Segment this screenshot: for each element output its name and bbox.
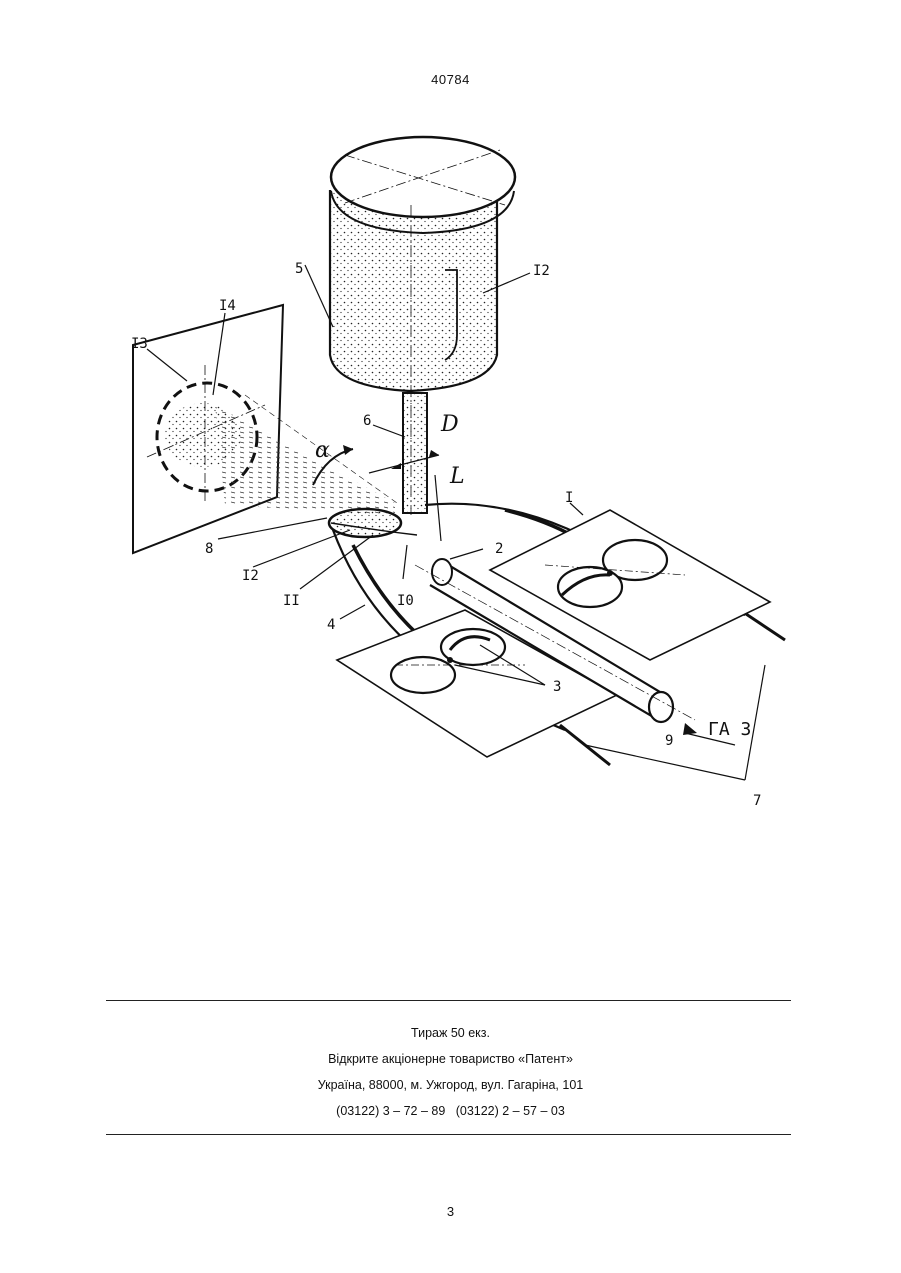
document-number: 40784: [0, 72, 901, 87]
divider-top: [106, 1000, 791, 1001]
label-4: 4: [327, 617, 335, 633]
label-L: L: [449, 464, 465, 489]
imprint-circulation: Тираж 50 екз.: [0, 1020, 901, 1046]
label-12-top: I2: [533, 263, 550, 279]
patent-drawing-svg: 5 I2 I3 I4 6 D α L 8 I2 II I0 4 2 I 3 9 …: [105, 105, 795, 835]
imprint-address: Україна, 88000, м. Ужгород, вул. Гагарін…: [0, 1072, 901, 1098]
imprint-publisher: Відкрите акціонерне товариство «Патент»: [0, 1046, 901, 1072]
label-1: I: [565, 490, 573, 506]
label-GA3: ГA 3: [708, 719, 751, 740]
patent-drawing: 5 I2 I3 I4 6 D α L 8 I2 II I0 4 2 I 3 9 …: [105, 105, 795, 835]
label-alpha: α: [315, 438, 330, 463]
label-D: D: [440, 412, 459, 437]
label-12-bottom: I2: [242, 568, 259, 584]
label-11: II: [283, 593, 300, 609]
plate-3: [337, 610, 617, 757]
imprint-block: Тираж 50 екз. Відкрите акціонерне товари…: [0, 1020, 901, 1124]
divider-bottom: [106, 1134, 791, 1135]
imprint-phones: (03122) 3 – 72 – 89 (03122) 2 – 57 – 03: [0, 1098, 901, 1124]
label-2: 2: [495, 541, 503, 557]
label-13: I3: [131, 336, 148, 352]
label-14: I4: [219, 298, 236, 314]
label-9: 9: [665, 733, 673, 749]
page-number: 3: [0, 1204, 901, 1219]
label-8: 8: [205, 541, 213, 557]
label-7: 7: [753, 793, 761, 809]
label-10: I0: [397, 593, 414, 609]
label-5: 5: [295, 261, 303, 277]
label-6: 6: [363, 413, 371, 429]
target-panel: [133, 305, 283, 553]
label-3: 3: [553, 679, 561, 695]
